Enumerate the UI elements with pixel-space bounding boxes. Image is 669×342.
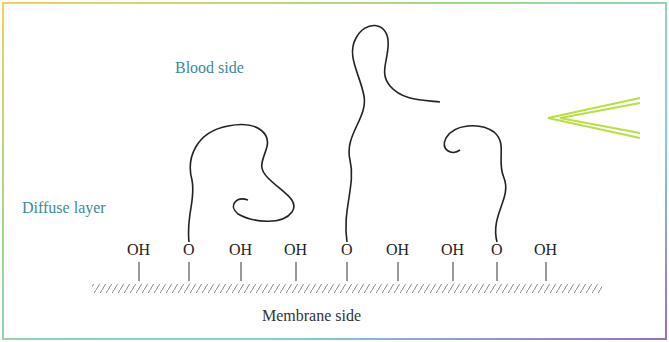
group-label: O: [341, 242, 353, 258]
polymer-chains: [188, 25, 505, 242]
bond-ticks: [139, 262, 546, 281]
group-label: O: [491, 242, 503, 258]
region-label: Blood side: [175, 60, 244, 76]
group-label: OH: [284, 242, 307, 258]
group-label: OH: [386, 242, 409, 258]
group-label: OH: [534, 242, 557, 258]
group-label: OH: [127, 242, 150, 258]
membrane-surface: [92, 282, 602, 285]
region-label: Membrane side: [262, 308, 361, 324]
pointer-wedge: [548, 98, 640, 138]
frame: [3, 3, 666, 339]
group-label: OH: [441, 242, 464, 258]
group-label: O: [183, 242, 195, 258]
layer-boundary: [95, 117, 565, 119]
membrane-hatching: [92, 284, 602, 293]
group-label: OH: [229, 242, 252, 258]
region-label: Diffuse layer: [22, 200, 106, 216]
